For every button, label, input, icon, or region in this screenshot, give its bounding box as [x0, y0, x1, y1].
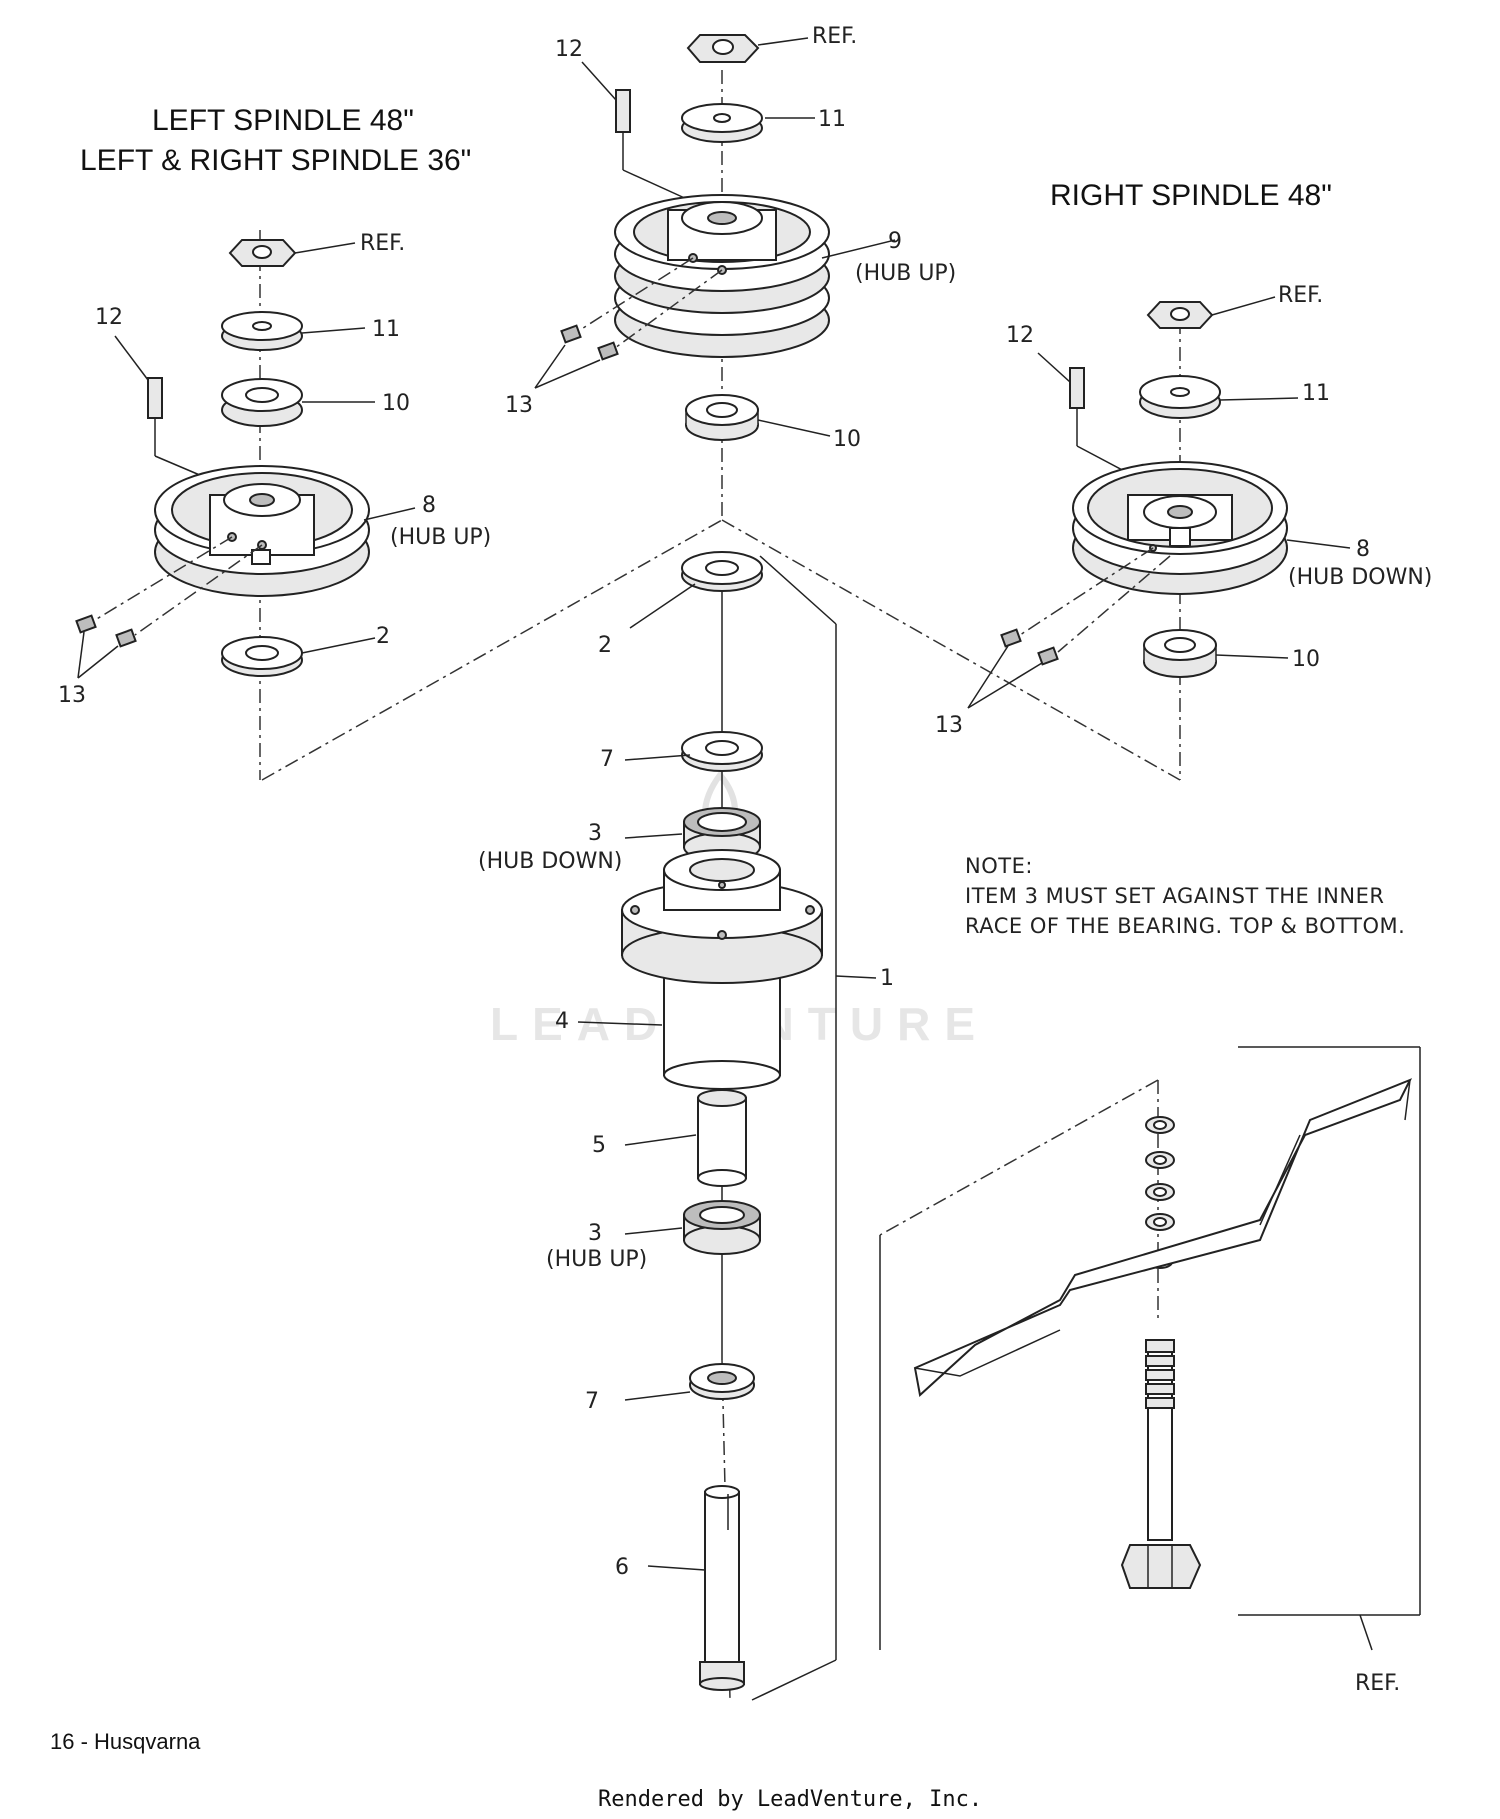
pulley-9-center: [614, 194, 830, 358]
pulley-8-right: [1072, 461, 1288, 595]
label-1: 1: [880, 966, 894, 991]
label-ref-blade: REF.: [1355, 1671, 1400, 1696]
washer-11-right: [1139, 375, 1221, 419]
label-2-left: 2: [376, 624, 390, 649]
right-spindle-assembly: [967, 301, 1288, 780]
label-12-left: 12: [95, 305, 123, 330]
washer-2-center: [681, 551, 763, 592]
left-spindle-assembly: [75, 230, 370, 780]
washer-2-left: [221, 636, 303, 677]
bearing-3-bottom: [683, 1200, 761, 1255]
label-ref-right-nut: REF.: [1278, 283, 1323, 308]
label-ref-top-nut: REF.: [812, 24, 857, 49]
spacer-10-center: [685, 394, 759, 441]
title-left-spindle-48: LEFT SPINDLE 48": [152, 104, 414, 137]
label-10-right: 10: [1292, 647, 1320, 672]
note-line-1: ITEM 3 MUST SET AGAINST THE INNER: [965, 884, 1384, 908]
label-8-left: 8: [422, 493, 436, 518]
label-hub-up-8-left: (HUB UP): [390, 525, 491, 550]
key-12-right: [1069, 367, 1161, 491]
label-7-bottom: 7: [585, 1389, 599, 1414]
spacer-10-left: [221, 378, 303, 427]
page-footer: 16 - Husqvarna: [50, 1729, 201, 1754]
label-10-left: 10: [382, 391, 410, 416]
label-12-right: 12: [1006, 323, 1034, 348]
label-13-right: 13: [935, 713, 963, 738]
label-7-top: 7: [600, 747, 614, 772]
label-3-bottom: 3: [588, 1221, 602, 1246]
label-5: 5: [592, 1133, 606, 1158]
rendered-by: Rendered by LeadVenture, Inc.: [598, 1787, 982, 1812]
title-left-right-spindle-36: LEFT & RIGHT SPINDLE 36": [80, 144, 471, 177]
label-hub-up-9: (HUB UP): [855, 261, 956, 286]
spacer-tube-5: [697, 1089, 747, 1187]
mower-blade: [913, 1078, 1413, 1397]
blade-bolt: [1120, 1339, 1202, 1589]
label-13-center: 13: [505, 393, 533, 418]
label-2-center: 2: [598, 633, 612, 658]
set-screws-13-right: [967, 547, 1171, 709]
label-12-center: 12: [555, 37, 583, 62]
label-hub-down-3: (HUB DOWN): [478, 849, 622, 874]
center-spindle-assembly: [534, 34, 877, 1701]
blade-ref-assembly: [879, 1046, 1421, 1651]
pulley-8-left: [154, 465, 370, 597]
washer-7-bottom: [689, 1363, 755, 1400]
nut-ref-top: [686, 34, 760, 63]
label-3-top: 3: [588, 821, 602, 846]
set-screws-13-left: [75, 536, 263, 679]
label-8-right: 8: [1356, 537, 1370, 562]
spacer-10-right: [1143, 629, 1217, 678]
label-10-center: 10: [833, 427, 861, 452]
washer-11-center: [681, 103, 763, 143]
nut-ref-right: [1146, 301, 1214, 329]
key-12-center: [615, 89, 701, 206]
label-11-right: 11: [1302, 381, 1330, 406]
title-right-spindle-48: RIGHT SPINDLE 48": [1050, 179, 1332, 212]
label-ref-left-nut: REF.: [360, 231, 405, 256]
washer-7-top: [681, 731, 763, 772]
spindle-housing-4: [621, 849, 823, 1090]
blade-washers: [1145, 1116, 1175, 1269]
note-line-2: RACE OF THE BEARING. TOP & BOTTOM.: [965, 914, 1405, 938]
label-hub-up-3: (HUB UP): [546, 1247, 647, 1272]
label-6: 6: [615, 1555, 629, 1580]
spindle-shaft-6: [699, 1485, 745, 1691]
label-13-left: 13: [58, 683, 86, 708]
leader-lines: [114, 37, 1351, 1571]
note-heading: NOTE:: [965, 854, 1033, 878]
washer-11-left: [221, 311, 303, 351]
label-4: 4: [555, 1009, 569, 1034]
label-11-center: 11: [818, 107, 846, 132]
label-11-left: 11: [372, 317, 400, 342]
set-screws-13-center: [534, 257, 723, 389]
label-9: 9: [888, 229, 902, 254]
nut-ref-left: [228, 239, 297, 267]
label-hub-down-8-right: (HUB DOWN): [1288, 565, 1432, 590]
